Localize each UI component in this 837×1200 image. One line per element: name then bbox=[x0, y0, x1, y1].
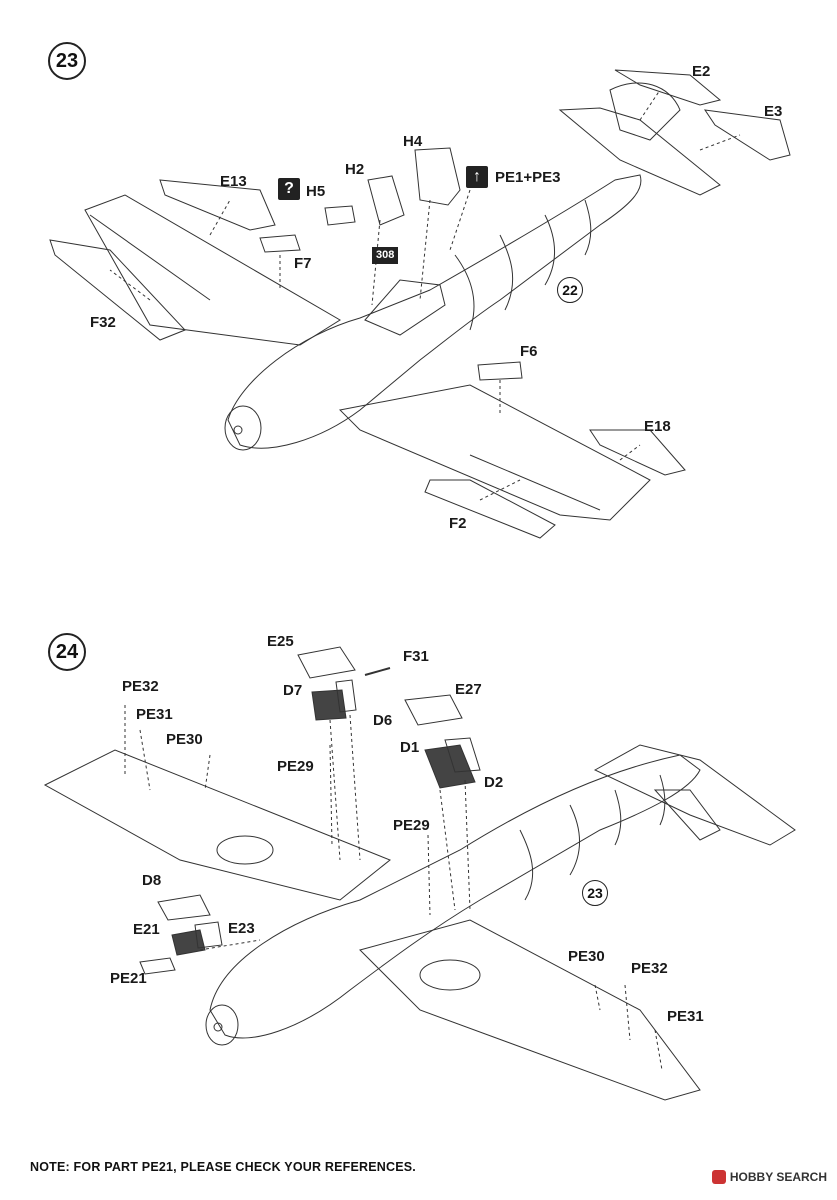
part-label-PE29-left: PE29 bbox=[277, 758, 314, 775]
part-label-E13: E13 bbox=[220, 173, 247, 190]
part-label-D7: D7 bbox=[283, 682, 303, 699]
part-label-F31: F31 bbox=[403, 648, 429, 665]
part-label-PE1-PE3: PE1+PE3 bbox=[495, 169, 561, 186]
part-label-E25: E25 bbox=[267, 633, 294, 650]
part-E21-shape bbox=[171, 929, 206, 956]
part-label-H4: H4 bbox=[403, 133, 423, 150]
part-F6-shape bbox=[477, 361, 523, 381]
step-number-24: 24 bbox=[48, 633, 86, 671]
footer-note: NOTE: FOR PART PE21, PLEASE CHECK YOUR R… bbox=[30, 1160, 416, 1174]
part-label-PE29-right: PE29 bbox=[393, 817, 430, 834]
part-D7-shape bbox=[311, 689, 347, 721]
part-E27-shape bbox=[404, 694, 463, 726]
part-F7-shape bbox=[259, 234, 301, 253]
part-label-E23: E23 bbox=[228, 920, 255, 937]
part-label-F2: F2 bbox=[449, 515, 467, 532]
part-F32-shape bbox=[49, 239, 186, 341]
part-label-D1: D1 bbox=[400, 739, 420, 756]
part-E2-shape bbox=[614, 69, 722, 106]
part-label-PE32-lower: PE32 bbox=[631, 960, 668, 977]
part-label-PE31: PE31 bbox=[136, 706, 173, 723]
part-F31-shape bbox=[364, 667, 391, 676]
part-H2-shape bbox=[367, 175, 405, 226]
part-label-E2: E2 bbox=[692, 63, 711, 80]
part-label-PE21: PE21 bbox=[110, 970, 147, 987]
step23-aircraft bbox=[49, 69, 791, 539]
part-label-E3: E3 bbox=[764, 103, 783, 120]
part-label-PE32: PE32 bbox=[122, 678, 159, 695]
question-badge: ? bbox=[278, 178, 300, 200]
part-label-PE31-lower: PE31 bbox=[667, 1008, 704, 1025]
part-H5-shape bbox=[324, 205, 356, 226]
part-label-D8: D8 bbox=[142, 872, 162, 889]
part-label-H5: H5 bbox=[306, 183, 326, 200]
ref-box-308: 308 bbox=[372, 247, 399, 264]
part-E13-shape bbox=[159, 179, 276, 231]
part-label-E21: E21 bbox=[133, 921, 160, 938]
part-label-F6: F6 bbox=[520, 343, 538, 360]
part-PE21-shape bbox=[139, 957, 176, 975]
part-D2-shape bbox=[444, 737, 481, 773]
watermark-logo: HOBBY SEARCH bbox=[711, 1170, 827, 1184]
part-E18-shape bbox=[589, 429, 686, 476]
part-label-D2: D2 bbox=[484, 774, 504, 791]
part-E3-shape bbox=[703, 109, 791, 161]
arrow-up-icon: ↑ bbox=[466, 166, 488, 188]
part-label-PE30: PE30 bbox=[166, 731, 203, 748]
ref-step-23: 23 bbox=[582, 880, 608, 906]
part-D8-shape bbox=[157, 894, 211, 921]
part-label-E27: E27 bbox=[455, 681, 482, 698]
step-number-23: 23 bbox=[48, 42, 86, 80]
step24-aircraft bbox=[43, 646, 796, 1101]
part-D6-shape bbox=[335, 679, 357, 713]
watermark-text: HOBBY SEARCH bbox=[729, 1170, 827, 1184]
part-label-F7: F7 bbox=[294, 255, 312, 272]
part-label-E18: E18 bbox=[644, 418, 671, 435]
logo-mark-icon bbox=[711, 1170, 726, 1184]
part-label-PE30-lower: PE30 bbox=[568, 948, 605, 965]
part-E25-shape bbox=[297, 646, 356, 679]
ref-step-22: 22 bbox=[557, 277, 583, 303]
part-D1-shape bbox=[424, 744, 476, 789]
part-label-H2: H2 bbox=[345, 161, 365, 178]
part-E23-shape bbox=[194, 921, 223, 949]
part-label-F32: F32 bbox=[90, 314, 116, 331]
part-F2-shape bbox=[424, 479, 556, 539]
part-label-D6: D6 bbox=[373, 712, 393, 729]
part-H4-shape bbox=[414, 147, 461, 206]
